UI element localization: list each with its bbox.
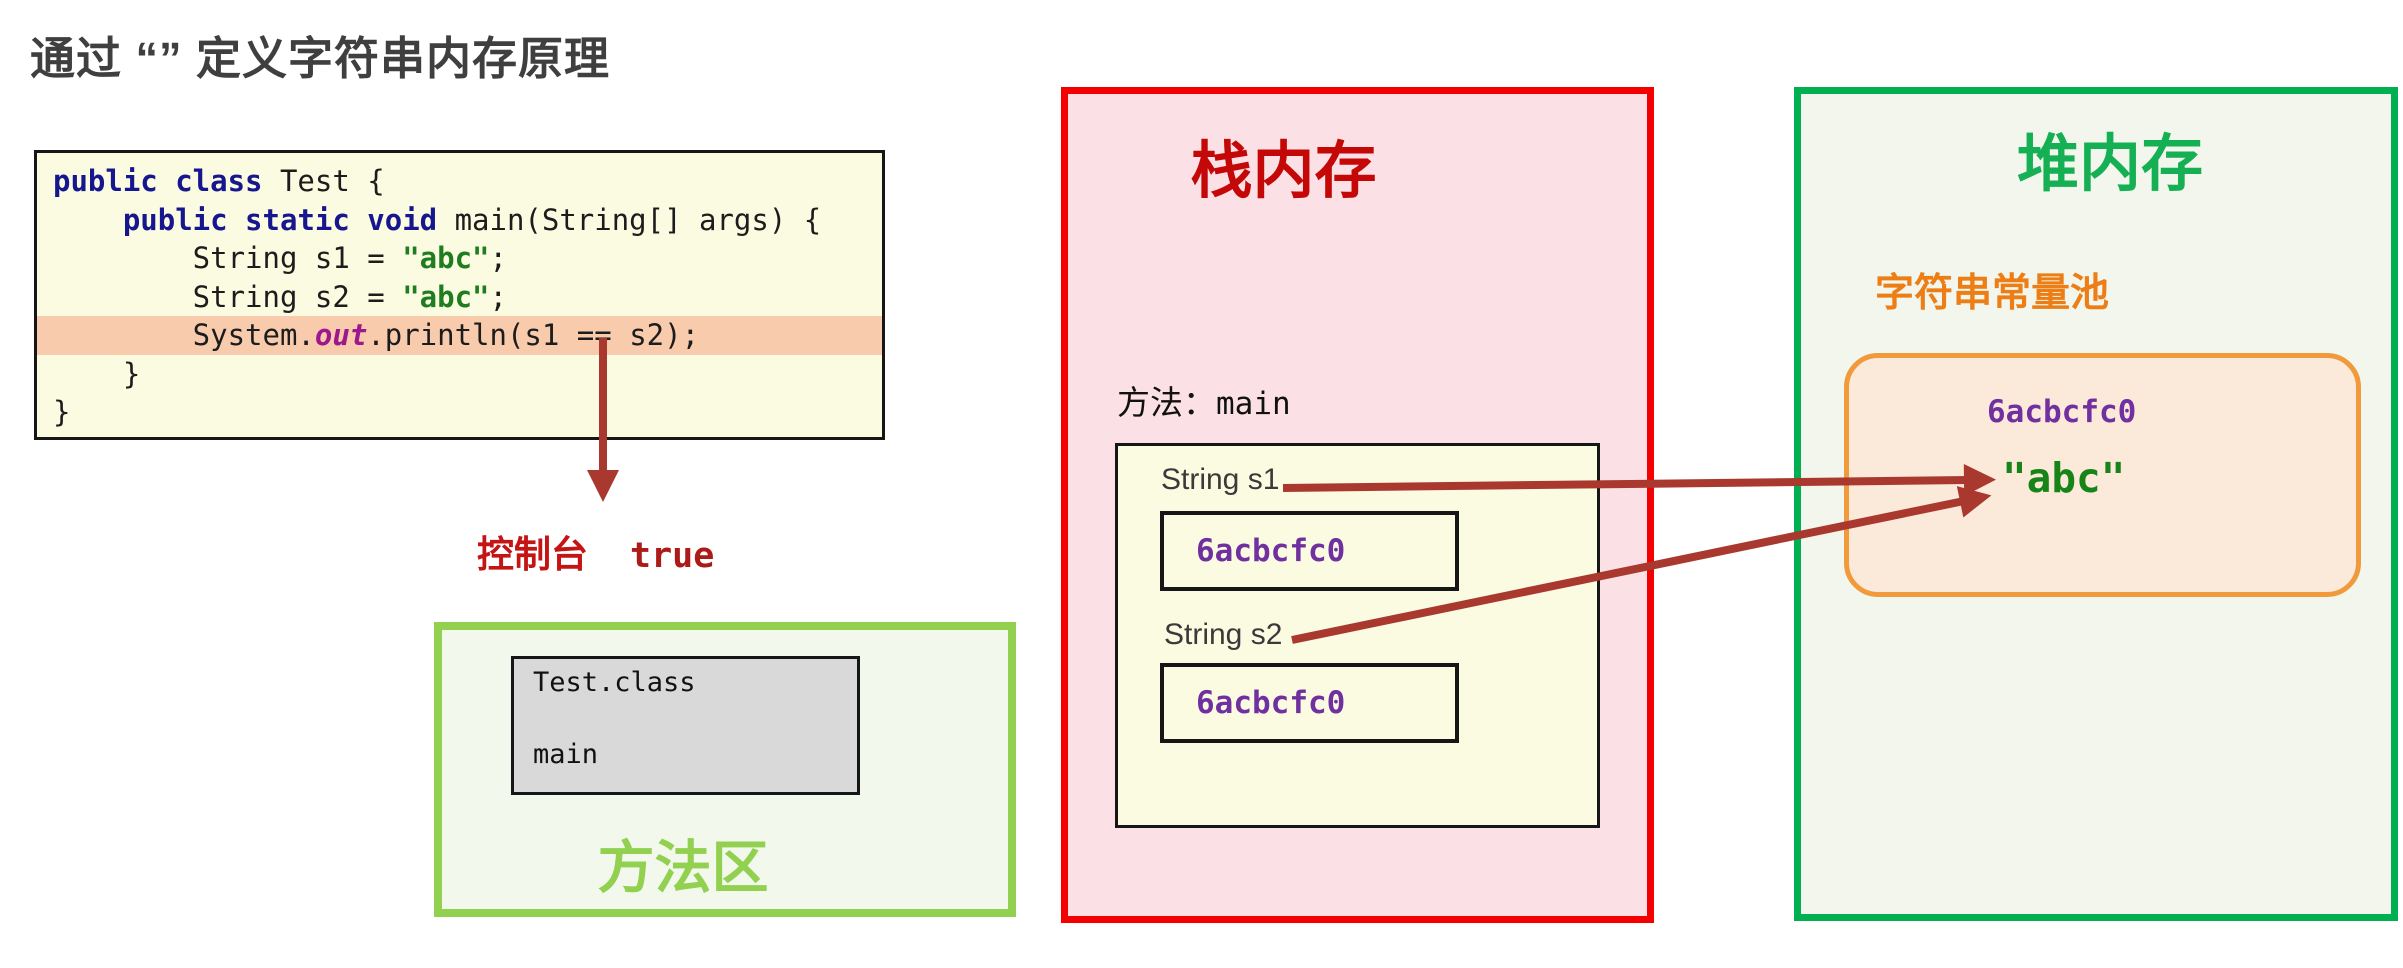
code-line: System.out.println(s1 == s2); <box>37 316 882 355</box>
code-token: ; <box>489 241 507 275</box>
console-output: 控制台 true <box>477 524 714 578</box>
variable-value-s2: 6acbcfc0 <box>1196 685 1346 721</box>
frame-method-name: main <box>1216 386 1291 422</box>
code-line: String s1 = "abc"; <box>37 239 882 278</box>
variable-label-s2: String s2 <box>1164 618 1283 651</box>
code-token: main(String[] args) { <box>437 202 822 237</box>
class-file-label: Test.class <box>533 667 696 698</box>
code-token: out <box>314 318 368 352</box>
code-line: } <box>37 393 882 432</box>
string-pool-label: 字符串常量池 <box>1875 272 2110 315</box>
variable-box-s1: 6acbcfc0 <box>1160 511 1459 591</box>
code-line: } <box>37 355 882 394</box>
code-token: } <box>53 395 71 429</box>
class-method-label: main <box>533 739 599 770</box>
code-line: String s2 = "abc"; <box>37 278 882 317</box>
method-area-title: 方法区 <box>597 836 769 900</box>
code-token: public static void <box>122 202 438 237</box>
code-token: Test { <box>262 164 385 198</box>
code-line: public static void main(String[] args) { <box>37 201 882 240</box>
pool-address: 6acbcfc0 <box>1987 394 2137 430</box>
stack-frame-label: 方法：main <box>1117 376 1291 424</box>
string-pool-box: 6acbcfc0 "abc" <box>1844 353 2361 597</box>
class-box: Test.class main <box>511 656 860 795</box>
stack-memory-box: 栈内存 方法：main String s1 6acbcfc0 String s2… <box>1061 87 1654 923</box>
code-token: } <box>53 356 141 391</box>
code-token: System. <box>53 318 315 352</box>
code-token: String s1 = <box>53 241 403 275</box>
stack-frame: String s1 6acbcfc0 String s2 6acbcfc0 <box>1115 443 1600 828</box>
code-token: ; <box>489 279 507 314</box>
code-token: String s2 = <box>53 279 403 314</box>
page-title: 通过 “” 定义字符串内存原理 <box>30 33 611 84</box>
method-area-box: Test.class main 方法区 <box>434 622 1016 917</box>
console-label: 控制台 <box>477 534 588 575</box>
variable-label-s1: String s1 <box>1161 463 1280 496</box>
heap-memory-box: 堆内存 字符串常量池 6acbcfc0 "abc" <box>1794 87 2398 921</box>
code-block: public class Test { public static void m… <box>34 150 885 440</box>
code-token: public class <box>53 164 263 198</box>
code-token: "abc" <box>402 279 490 314</box>
variable-box-s2: 6acbcfc0 <box>1160 663 1459 743</box>
console-value: true <box>630 536 715 576</box>
frame-label-prefix: 方法： <box>1117 384 1216 421</box>
pool-string: "abc" <box>2002 454 2126 502</box>
code-token: .println(s1 == s2); <box>367 318 700 352</box>
code-token: "abc" <box>402 241 490 275</box>
heap-memory-title: 堆内存 <box>2016 130 2203 199</box>
code-token <box>53 203 123 237</box>
variable-value-s1: 6acbcfc0 <box>1196 533 1346 569</box>
code-line: public class Test { <box>37 162 882 201</box>
stack-memory-title: 栈内存 <box>1190 137 1377 206</box>
